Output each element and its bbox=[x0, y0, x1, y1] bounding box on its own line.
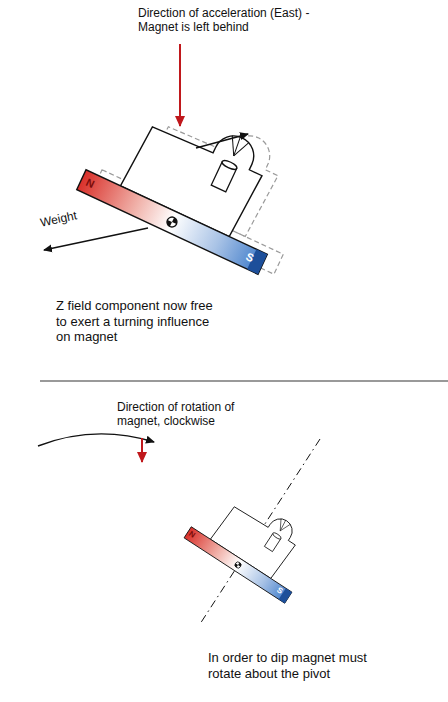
annotation: Direction of acceleration (East) - Magne… bbox=[138, 6, 326, 35]
annotation: Direction of rotation of magnet, clockwi… bbox=[117, 400, 267, 429]
note: In order to dip magnet must rotate about… bbox=[208, 650, 368, 681]
force-label: Weight bbox=[39, 208, 78, 230]
note: Z field component now free to exert a tu… bbox=[56, 298, 224, 345]
